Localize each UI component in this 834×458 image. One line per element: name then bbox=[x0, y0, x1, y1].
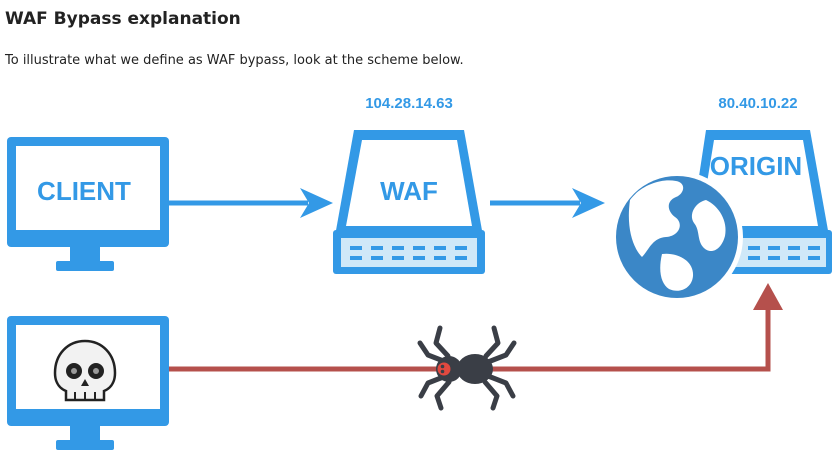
origin-label: ORIGIN bbox=[710, 151, 802, 181]
globe-icon bbox=[611, 171, 743, 303]
skull-icon bbox=[53, 339, 117, 402]
section-title: WAF Bypass explanation bbox=[5, 9, 241, 29]
intro-text: To illustrate what we define as WAF bypa… bbox=[5, 53, 464, 68]
bypass-path-arrow bbox=[169, 283, 783, 372]
client-to-waf-arrow bbox=[169, 188, 333, 218]
waf-server-icon bbox=[333, 130, 485, 274]
client-label: CLIENT bbox=[37, 176, 131, 206]
spider-icon bbox=[417, 325, 517, 411]
waf-to-origin-arrow bbox=[490, 188, 605, 218]
waf-ip-label: 104.28.14.63 bbox=[365, 95, 453, 112]
waf-label: WAF bbox=[380, 176, 438, 206]
origin-ip-label: 80.40.10.22 bbox=[718, 95, 797, 112]
client-monitor-icon bbox=[7, 137, 169, 271]
